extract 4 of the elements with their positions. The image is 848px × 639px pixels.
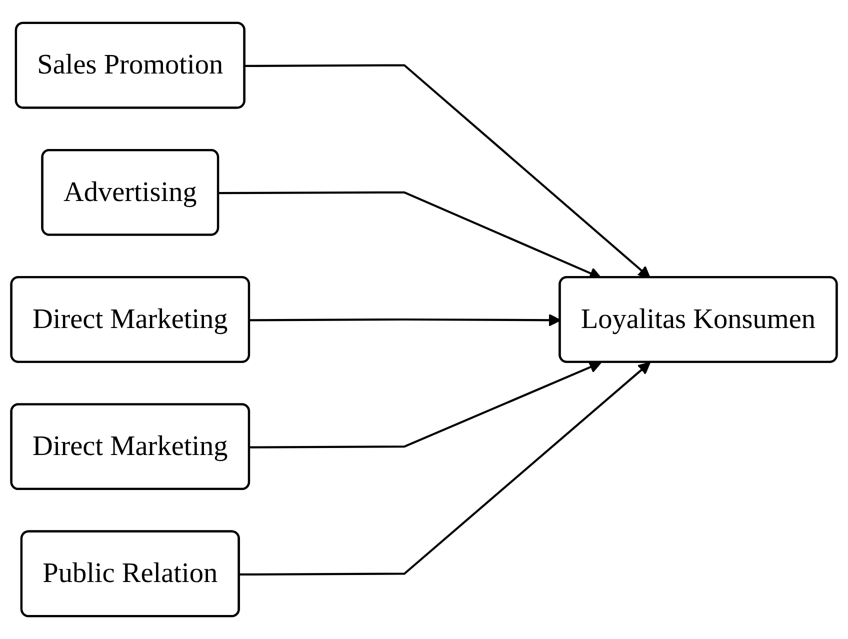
arrow — [240, 362, 650, 576]
arrow — [245, 64, 650, 278]
arrow — [250, 361, 602, 448]
arrow — [250, 314, 561, 326]
